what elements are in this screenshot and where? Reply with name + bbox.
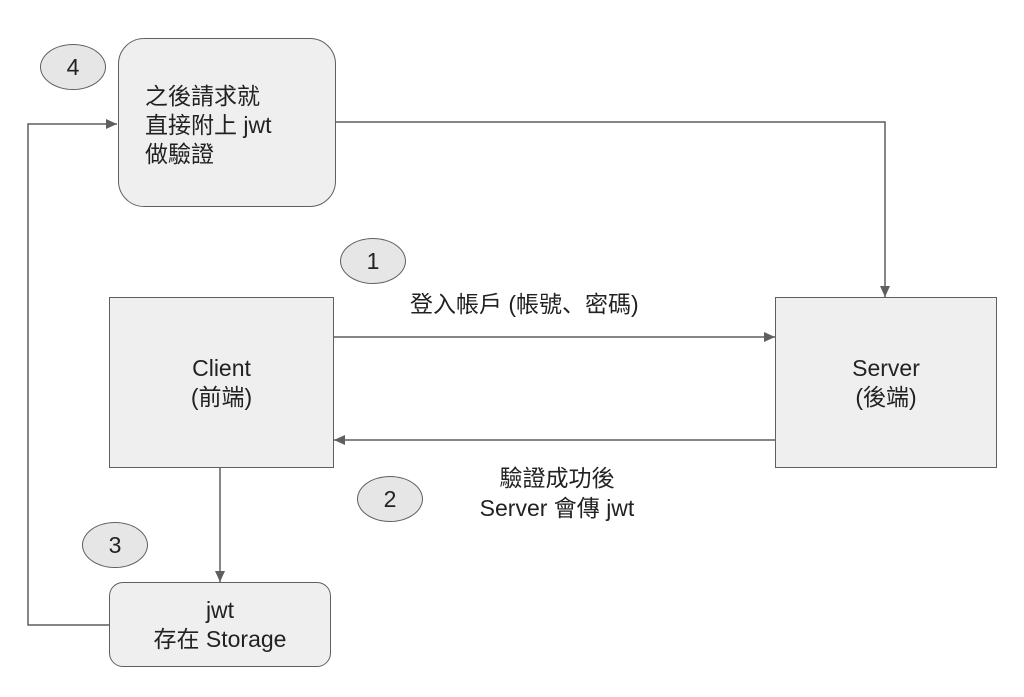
storage-box: jwt 存在 Storage	[109, 582, 331, 667]
step-1-label: 登入帳戶 (帳號、密碼)	[410, 289, 639, 319]
step-badge-3: 3	[82, 522, 148, 568]
step-badge-1: 1	[340, 238, 406, 284]
server-box: Server (後端)	[775, 297, 997, 468]
arrow-storage-to-request	[27, 119, 117, 626]
server-title: Server	[852, 354, 920, 381]
step-badge-4: 4	[40, 44, 106, 90]
later-request-box: 之後請求就 直接附上 jwt 做驗證	[118, 38, 336, 207]
client-title: Client	[192, 354, 251, 381]
step-2-label-line-1: 驗證成功後	[499, 465, 615, 491]
step-2-label-line-2: Server 會傳 jwt	[479, 495, 635, 521]
later-request-line-1: 之後請求就	[145, 83, 260, 109]
storage-line-2: 存在 Storage	[153, 625, 287, 652]
step-2-label: 驗證成功後 Server 會傳 jwt	[447, 463, 667, 523]
client-box: Client (前端)	[109, 297, 334, 468]
later-request-line-2: 直接附上 jwt	[145, 112, 272, 138]
arrow-request-to-server	[336, 121, 890, 297]
later-request-line-3: 做驗證	[145, 141, 214, 167]
client-subtitle: (前端)	[190, 383, 253, 410]
storage-line-1: jwt	[205, 596, 235, 623]
server-subtitle: (後端)	[855, 383, 917, 410]
step-1-label-line-1: 登入帳戶 (帳號、密碼)	[410, 291, 639, 317]
step-badge-2: 2	[357, 476, 423, 522]
